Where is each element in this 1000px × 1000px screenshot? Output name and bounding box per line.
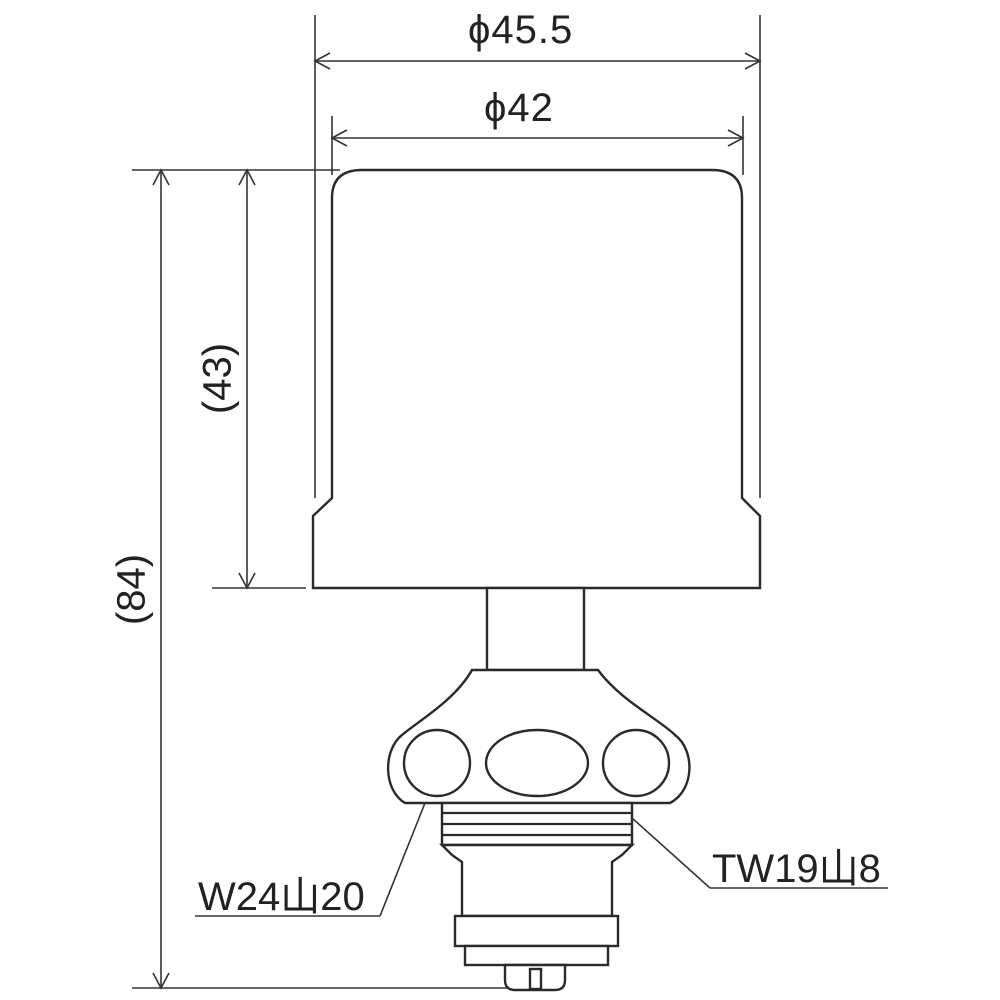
valve-body bbox=[386, 668, 691, 805]
leader-right-thread bbox=[631, 817, 888, 889]
threaded-section bbox=[439, 801, 635, 918]
body-hole-center bbox=[484, 728, 590, 798]
stem-tip bbox=[453, 914, 620, 992]
dimension-inner-diameter bbox=[330, 116, 745, 175]
dimension-handle-height bbox=[212, 168, 306, 590]
body-hole-right bbox=[601, 728, 671, 798]
body-hole-left bbox=[402, 728, 472, 798]
leader-left-thread bbox=[195, 802, 426, 917]
callout-left-thread: W24山20 bbox=[198, 875, 365, 919]
dimension-total-height bbox=[132, 168, 512, 990]
label-total-height: (84) bbox=[109, 553, 154, 626]
dimension-outer-diameter bbox=[313, 15, 762, 498]
label-inner-diameter: ϕ42 bbox=[484, 86, 554, 130]
label-handle-height: (43) bbox=[195, 342, 240, 415]
handle-cap bbox=[311, 168, 762, 590]
callout-right-thread: TW19山8 bbox=[712, 847, 881, 891]
stem-neck bbox=[485, 586, 586, 672]
label-outer-diameter: ϕ45.5 bbox=[468, 8, 574, 52]
